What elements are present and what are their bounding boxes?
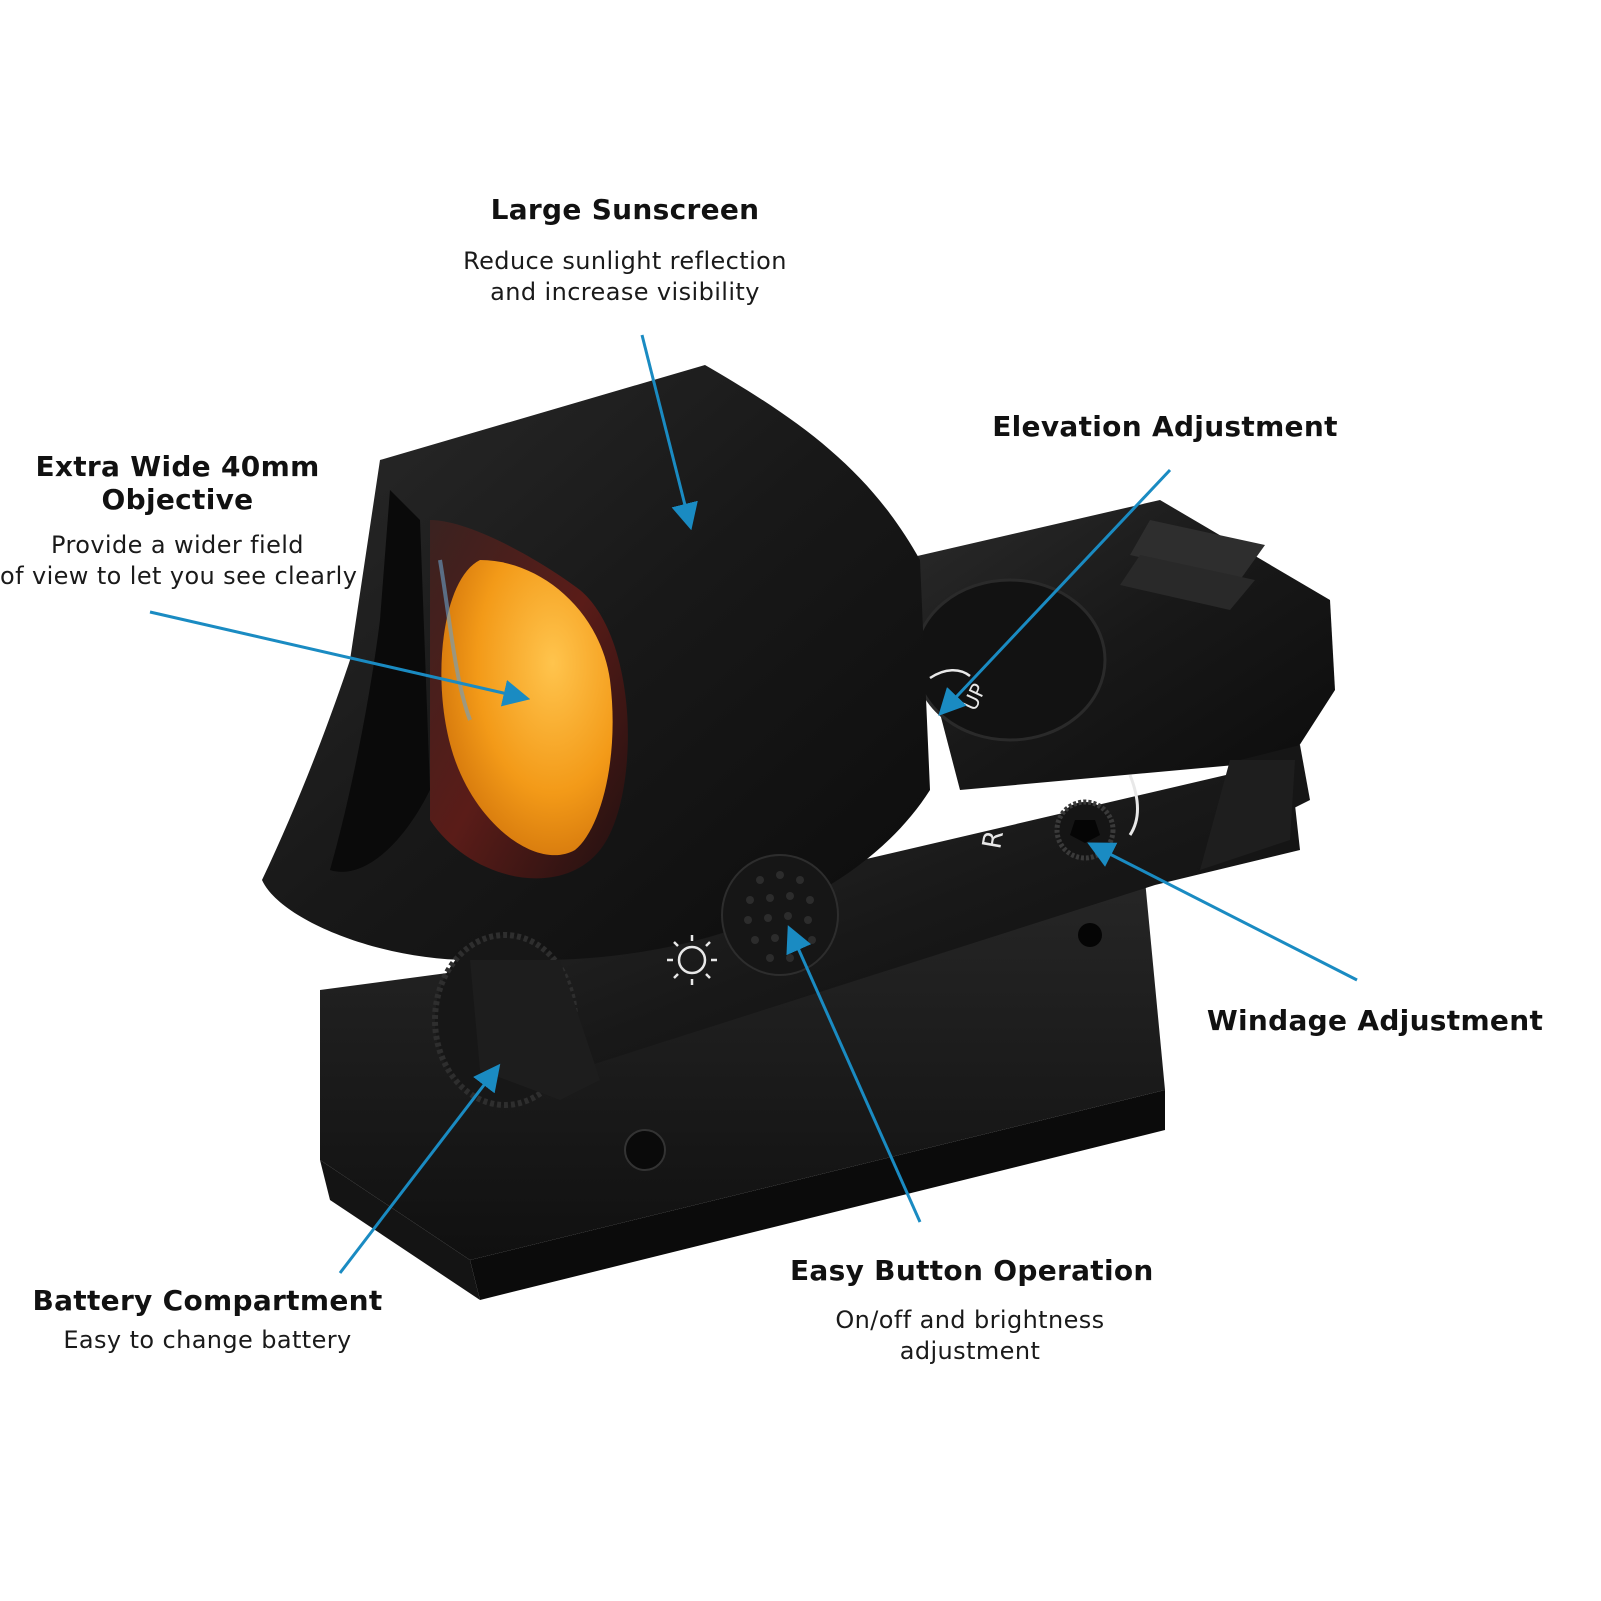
pointer-elevation — [938, 468, 1172, 716]
pointer-objective — [149, 610, 531, 707]
button-description: On/off and brightness adjustment — [790, 1305, 1150, 1367]
pointer-windage — [1087, 842, 1358, 982]
sunscreen-desc-line1: Reduce sunlight reflection — [463, 247, 787, 275]
battery-title: Battery Compartment — [32, 1284, 383, 1317]
objective-lens — [441, 560, 613, 856]
windage-title: Windage Adjustment — [1206, 1004, 1544, 1037]
pointer-sunscreen — [640, 334, 698, 531]
callout-sunscreen: Large Sunscreen Reduce sunlight reflecti… — [430, 193, 820, 308]
objective-desc-line2: of view to let you see clearly — [0, 562, 358, 590]
callout-windage: Windage Adjustment — [1205, 1004, 1545, 1037]
callout-objective: Extra Wide 40mm Objective Provide a wide… — [0, 450, 358, 592]
objective-title: Extra Wide 40mm Objective — [0, 450, 355, 516]
brightness-button — [721, 854, 839, 976]
elevation-title: Elevation Adjustment — [992, 410, 1338, 443]
sunscreen-description: Reduce sunlight reflection and increase … — [430, 246, 820, 308]
battery-description: Easy to change battery — [30, 1325, 385, 1356]
button-title: Easy Button Operation — [790, 1254, 1154, 1287]
pointer-battery — [338, 1063, 501, 1274]
objective-title-line2: Objective — [101, 483, 254, 516]
battery-cap — [432, 932, 600, 1108]
callout-button: Easy Button Operation On/off and brightn… — [790, 1254, 1154, 1367]
pointer-button — [786, 925, 922, 1223]
pointer-lines — [149, 334, 1358, 1274]
button-desc-line1: On/off and brightness — [835, 1306, 1105, 1334]
battery-desc-line1: Easy to change battery — [63, 1326, 352, 1354]
r-mark: R — [977, 828, 1010, 851]
sunscreen-desc-line2: and increase visibility — [490, 278, 760, 306]
objective-title-line1: Extra Wide 40mm — [35, 450, 320, 483]
sun-icon — [667, 935, 717, 985]
objective-description: Provide a wider field of view to let you… — [0, 530, 358, 592]
objective-desc-line1: Provide a wider field — [51, 531, 304, 559]
sunscreen-title: Large Sunscreen — [490, 193, 760, 226]
button-desc-line2: adjustment — [899, 1337, 1041, 1365]
callout-elevation: Elevation Adjustment — [990, 410, 1340, 443]
sunscreen-hood — [262, 365, 930, 960]
callout-battery: Battery Compartment Easy to change batte… — [30, 1284, 385, 1356]
